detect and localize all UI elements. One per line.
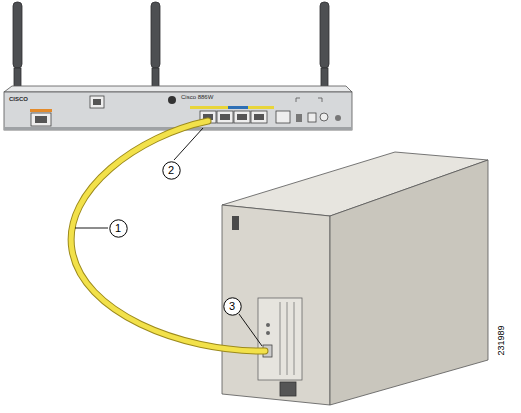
port-socket [220,114,230,120]
ground-screw [335,115,341,121]
io-panel [258,298,302,380]
callout-text: 1 [109,219,128,238]
callout-number: 2 [162,161,181,180]
ethernet-cable [71,121,265,351]
antenna-base [14,68,21,88]
antenna-rod [320,2,329,68]
antenna-rod [13,2,22,68]
io-jack [266,323,270,327]
antenna-base [152,68,159,88]
callout-number: 1 [109,219,128,238]
callout-outline [162,161,179,178]
callout-text: 2 [162,161,181,180]
antenna [13,2,329,88]
slot [287,302,288,375]
callout-outline [223,297,240,314]
usb-port [296,114,302,122]
console-port [276,111,290,123]
figure-number: 231989 [496,325,505,355]
io-jack [266,331,270,335]
callout-number: 3 [223,297,242,316]
slot [280,302,281,375]
power-socket [280,382,296,396]
pc-back [222,205,330,405]
router-top [4,86,352,92]
lan-color-bar [190,106,274,109]
callout-outline [109,219,126,236]
callout-text: 3 [223,297,242,316]
slot-marks [296,98,322,102]
lan-port [234,111,250,123]
leader-line [239,314,262,346]
reset-button [168,96,176,104]
pc-side [330,160,488,405]
leader-line [75,228,108,229]
model-label: Cisco 886W [181,94,213,100]
port-socket [35,116,47,123]
wan-port [31,113,51,126]
console-color-bar [228,106,248,109]
lan-port [217,111,233,123]
expansion-slots [280,302,294,375]
phone-port [90,96,104,108]
logo-text: CISCO [9,96,28,102]
leader-line [174,128,203,160]
port-socket [254,114,264,120]
port-socket [237,114,247,120]
port-socket [93,99,101,105]
leader-lines [75,128,262,346]
antenna-base [321,68,328,88]
port-color-bar [30,109,52,112]
port-sockets [203,114,264,120]
switch [308,113,316,122]
router-front [4,92,352,130]
lan-port [251,111,267,123]
power-jack [320,113,328,121]
power-switch [232,216,239,230]
slot [294,302,295,375]
antenna-rod [151,2,160,68]
ethernet-cable-outline [71,121,265,351]
